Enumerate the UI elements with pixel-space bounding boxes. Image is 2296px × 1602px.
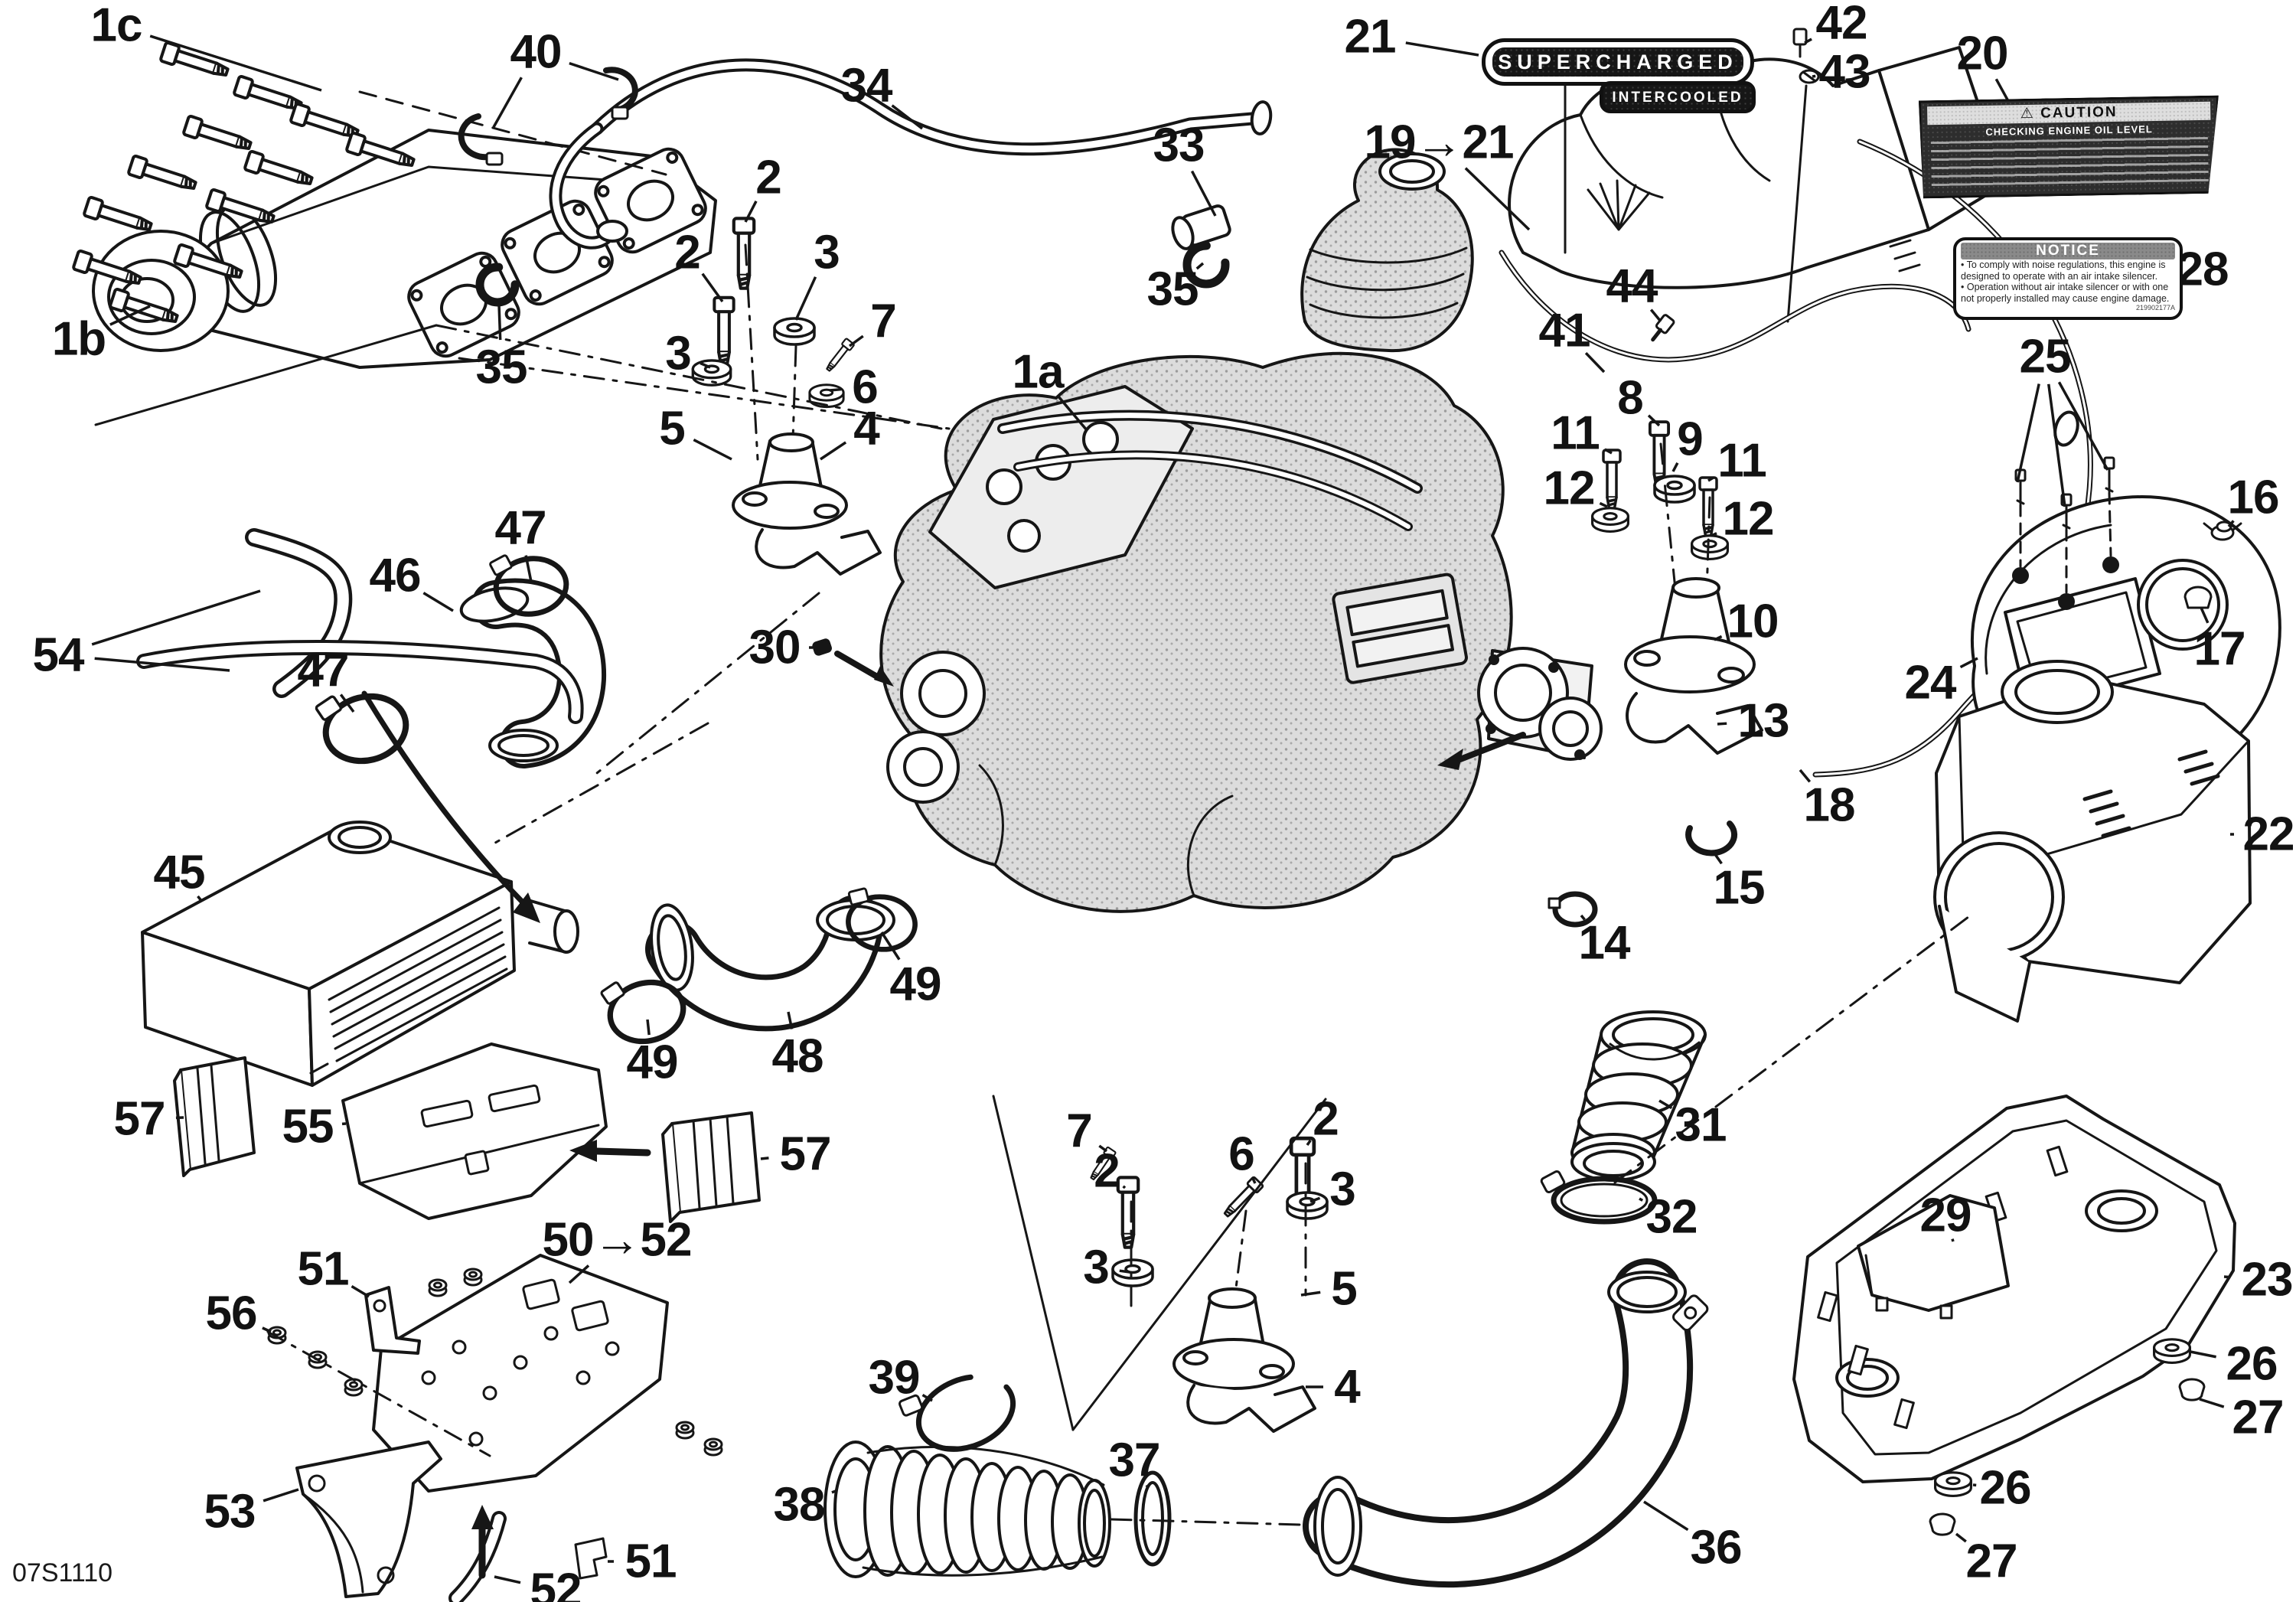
notice-line: designed to operate with an air intake s… (1961, 270, 2158, 282)
part-funnel-31 (1570, 1010, 1707, 1182)
part-cover-29 (1857, 1194, 2010, 1320)
intercooled-badge: INTERCOOLED (1600, 81, 1756, 113)
part-engine-1a (879, 351, 1513, 913)
part-clamp-39 (899, 1374, 1016, 1452)
notice-line: • Operation without air intake silencer … (1961, 282, 2169, 292)
part-bracket-53 (295, 1440, 442, 1598)
assembly-arrow-left-icon (569, 1140, 597, 1162)
part-elbow-48 (645, 895, 895, 1032)
part-bracket-51-top (364, 1286, 421, 1355)
notice-decal: NOTICE • To comply with noise regulation… (1953, 237, 2183, 320)
part-sensor-44 (1651, 314, 1675, 342)
construction-lines (94, 324, 1976, 1526)
supercharged-badge: SUPERCHARGED (1482, 38, 1754, 86)
part-sensor-33 (1171, 148, 1474, 353)
part-intercooler-45 (141, 821, 579, 1087)
part-clip-15 (1685, 821, 1738, 856)
part-straps-54 (136, 528, 584, 923)
part-engine-mount-right (1590, 422, 1763, 755)
notice-line: • To comply with noise regulations, this… (1961, 259, 2166, 270)
caution-title: ⚠ CAUTION (1927, 102, 2210, 125)
part-corrugated-hose-38 (823, 1440, 1111, 1578)
part-mounting-plate-50-52 (266, 1254, 723, 1602)
caution-heading: CHECKING ENGINE OIL LEVEL (1985, 123, 2153, 138)
part-engine-mount-bottom (992, 1095, 1329, 1433)
part-nut-16 (2203, 520, 2242, 541)
part-clamp-32 (1540, 1170, 1658, 1225)
part-cable-41 (1499, 250, 1971, 363)
part-engine-cover-19-21 (1508, 28, 2007, 323)
part-oring-37 (1133, 1470, 1172, 1567)
part-intake-tube-36 (1303, 1258, 1709, 1588)
notice-title: NOTICE (1961, 243, 2175, 259)
part-air-tray-23 (1792, 1095, 2236, 1536)
supercharged-badge-text: SUPERCHARGED (1492, 47, 1743, 77)
part-bracket-51-bottom (574, 1537, 608, 1580)
caution-decal: ⚠ CAUTION CHECKING ENGINE OIL LEVEL (1919, 96, 2220, 199)
part-throttle-body (1477, 647, 1603, 761)
caution-fine-print (1931, 137, 2209, 186)
part-silencer-housing-22 (1548, 660, 2252, 1023)
part-plug-17 (2183, 586, 2213, 609)
part-engine-mount-top (691, 218, 882, 576)
part-spacer-57-right (661, 1111, 761, 1223)
drawing-number: 07S1110 (12, 1558, 113, 1587)
assembly-arrow-icon (1437, 749, 1463, 770)
part-hose-34 (458, 58, 1273, 307)
part-heat-shield-55 (341, 1042, 608, 1220)
notice-line: not properly installed may cause engine … (1961, 292, 2170, 304)
part-head-bolts-1c (73, 42, 667, 328)
notice-part-code: 219902177A (2135, 304, 2175, 312)
part-plug-30 (812, 638, 894, 687)
part-spacer-57-left (173, 1056, 256, 1177)
part-clamp-14 (1548, 891, 1598, 928)
